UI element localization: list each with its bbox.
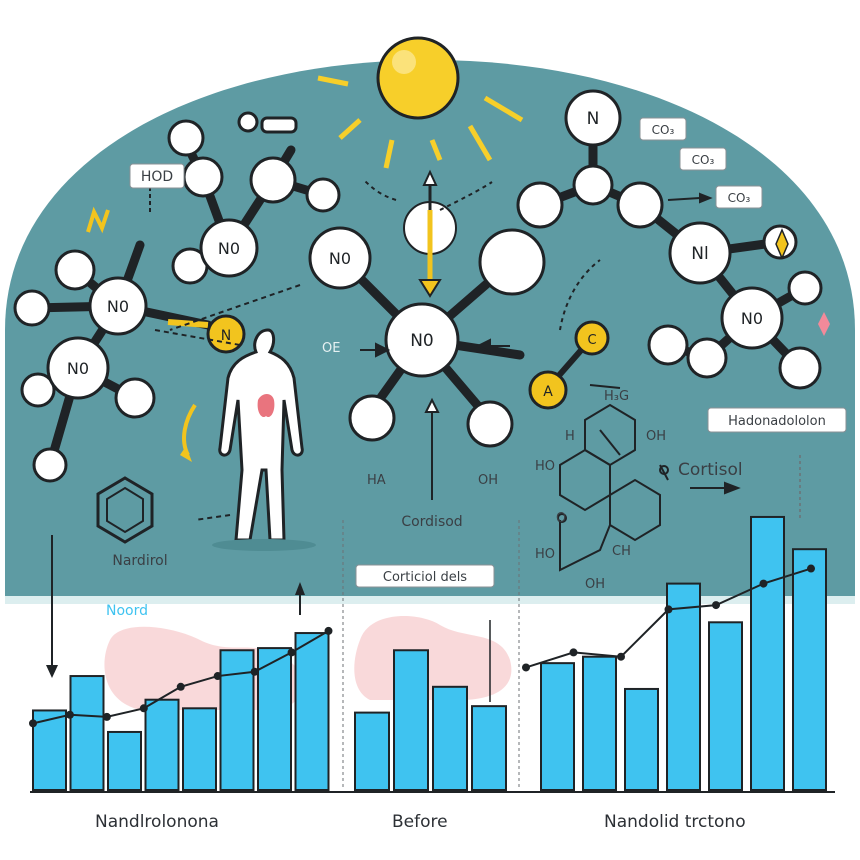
label-oe: OE bbox=[322, 341, 340, 356]
steroid-skeleton bbox=[557, 403, 669, 572]
trend-point-0-2 bbox=[102, 712, 111, 721]
label-o: O bbox=[556, 511, 566, 526]
atom-n-top: N bbox=[564, 89, 622, 147]
trend-lines bbox=[29, 564, 815, 728]
bar-2-1 bbox=[582, 655, 617, 792]
atom-spheres bbox=[13, 119, 823, 483]
bar-0-2 bbox=[107, 730, 142, 792]
bar-2-2 bbox=[624, 687, 659, 792]
atom-no-1: N0 bbox=[199, 218, 259, 278]
label-ho-bottom: HO bbox=[535, 547, 555, 562]
atom-no-1-label: N0 bbox=[218, 239, 240, 258]
connector-icon bbox=[237, 111, 298, 134]
bar-1-3 bbox=[471, 705, 507, 792]
trend-point-2-2 bbox=[617, 652, 625, 661]
bar-1-1 bbox=[393, 649, 429, 791]
atom-n-yellow-label: N bbox=[221, 328, 231, 344]
trend-point-0-0 bbox=[29, 719, 37, 728]
atom-no-2: N0 bbox=[88, 276, 148, 336]
atom-no-2-label: N0 bbox=[107, 297, 129, 316]
bar-2-0 bbox=[540, 662, 575, 792]
atom-a-yellow-label: A bbox=[543, 384, 553, 400]
trend-point-2-1 bbox=[569, 648, 578, 657]
caption-middle: Before bbox=[392, 812, 448, 832]
trend-point-2-6 bbox=[807, 564, 815, 573]
trend-point-2-5 bbox=[759, 579, 768, 588]
trend-point-0-5 bbox=[213, 672, 222, 681]
label-cortisol: Cortisol bbox=[678, 460, 743, 480]
label-h3g: H₃G bbox=[604, 389, 629, 404]
atom-no-5: N0 bbox=[384, 302, 460, 378]
atom-no-4-label: N0 bbox=[329, 249, 351, 268]
trend-point-0-3 bbox=[139, 704, 148, 713]
trend-point-0-6 bbox=[250, 667, 259, 676]
sun-icon bbox=[317, 36, 524, 169]
label-ho: HO bbox=[535, 459, 555, 474]
label-oh-center: OH bbox=[478, 473, 498, 488]
bar-0-0 bbox=[32, 709, 67, 792]
label-ha: HA bbox=[367, 473, 386, 488]
yellow-accents bbox=[86, 206, 830, 462]
atom-nl-label: Nl bbox=[691, 244, 708, 264]
bar-2-4 bbox=[708, 621, 743, 791]
label-cordisod: Cordisod bbox=[401, 514, 462, 530]
trend-point-2-3 bbox=[664, 605, 673, 614]
bar-0-1 bbox=[69, 675, 105, 791]
benzene-ring-icon bbox=[96, 476, 154, 544]
atom-c-yellow: C bbox=[574, 320, 610, 356]
label-hadonadololon: Hadonadololon bbox=[728, 414, 826, 429]
human-figure bbox=[212, 328, 316, 551]
trend-point-0-4 bbox=[176, 682, 185, 691]
atom-n-top-label: N bbox=[587, 109, 600, 129]
atom-a-yellow: A bbox=[528, 370, 568, 410]
atom-no-3: N0 bbox=[46, 336, 110, 400]
atom-no-4: N0 bbox=[308, 226, 372, 290]
label-hod: HOD bbox=[141, 169, 173, 185]
bar-0-5 bbox=[219, 649, 255, 791]
bar-2-3 bbox=[666, 582, 701, 791]
trend-point-0-8 bbox=[324, 626, 333, 635]
bar-0-6 bbox=[257, 647, 292, 791]
atom-no-5-label: N0 bbox=[410, 331, 434, 351]
trend-point-2-4 bbox=[712, 601, 720, 610]
bar-0-4 bbox=[182, 707, 217, 791]
label-h-left: H bbox=[565, 429, 575, 444]
atom-no-6-label: N0 bbox=[741, 309, 763, 328]
bar-0-7 bbox=[294, 632, 330, 791]
label-co-2: CO₃ bbox=[692, 153, 715, 167]
bar-charts bbox=[32, 515, 827, 792]
atom-no-3-label: N0 bbox=[67, 359, 89, 378]
bar-1-2 bbox=[432, 685, 468, 791]
label-ch: CH bbox=[612, 544, 631, 559]
caption-left: Nandlrolonona bbox=[95, 812, 219, 832]
floor-strip bbox=[5, 596, 855, 604]
label-oh-bottom: OH bbox=[585, 577, 605, 592]
label-co-3: CO₃ bbox=[728, 191, 751, 205]
label-co-1: CO₃ bbox=[652, 123, 675, 137]
atom-n-yellow: N bbox=[167, 314, 246, 354]
sparkle-pink-icon bbox=[818, 312, 830, 336]
bar-2-6 bbox=[792, 548, 827, 792]
trend-point-0-7 bbox=[287, 648, 296, 657]
atom-nl: Nl bbox=[668, 221, 732, 285]
bar-1-0 bbox=[354, 711, 390, 791]
label-nardirol: Nardirol bbox=[112, 553, 167, 569]
bar-2-5 bbox=[750, 515, 785, 791]
atom-c-yellow-label: C bbox=[587, 333, 596, 348]
trend-point-2-0 bbox=[522, 663, 530, 672]
label-oh-right: OH bbox=[646, 429, 666, 444]
atom-no-6: N0 bbox=[720, 286, 784, 350]
label-cortisol-chip: Corticiol dels bbox=[383, 570, 467, 585]
label-noord: Noord bbox=[106, 603, 148, 619]
arrows bbox=[149, 179, 741, 521]
sparkle-icon bbox=[775, 228, 789, 260]
caption-right: Nandolid trctono bbox=[604, 812, 746, 832]
center-top-arrow bbox=[403, 169, 457, 298]
bar-0-3 bbox=[144, 698, 180, 792]
trend-point-0-1 bbox=[65, 710, 74, 719]
